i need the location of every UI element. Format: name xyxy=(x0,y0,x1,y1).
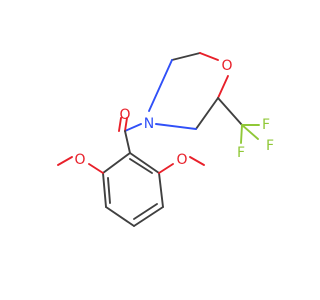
bond-carbonyl-double-1 xyxy=(124,117,128,132)
bond-methoxy-right-ch3 xyxy=(189,156,205,166)
bond-carbonyl-double-2 xyxy=(118,117,122,132)
bond-c5-n4 xyxy=(155,123,197,130)
atom-methoxy-right-oxygen: O xyxy=(176,152,187,168)
bond-n4-c3 xyxy=(148,59,173,112)
bond-ring-b xyxy=(102,172,107,208)
bond-methoxy-right-o xyxy=(158,163,174,174)
molecule-structure: O N O F F F O O xyxy=(57,52,274,227)
bond-cf3-f2 xyxy=(240,124,243,144)
bond-ring-a xyxy=(102,152,131,174)
bond-c6-cf3 xyxy=(217,97,243,126)
atom-methoxy-left-oxygen: O xyxy=(74,152,85,168)
bond-ring-inner-1 xyxy=(107,177,111,204)
atom-ring-oxygen: O xyxy=(221,58,232,74)
bond-ring-f xyxy=(129,152,160,174)
bond-carbonyl-ring xyxy=(124,130,131,154)
molecule-canvas: O N O F F F O O xyxy=(57,52,274,227)
bond-methoxy-left-o xyxy=(88,163,104,174)
bond-c2-o1 xyxy=(199,52,219,61)
atom-fluorine-3: F xyxy=(266,138,274,154)
bond-cf3-f3 xyxy=(241,124,259,140)
bond-ring-inner-3 xyxy=(129,158,153,174)
bond-c6-c5 xyxy=(195,97,219,130)
atom-fluorine-2: F xyxy=(237,145,245,161)
bond-methoxy-left-ch3 xyxy=(57,156,73,166)
bond-ring-inner-2 xyxy=(133,203,158,220)
atom-fluorine-1: F xyxy=(262,117,270,133)
bond-n-carbonyl xyxy=(124,123,142,132)
bond-o1-c6 xyxy=(217,75,229,99)
bond-ring-e xyxy=(158,172,164,208)
bond-c3-c2 xyxy=(171,52,201,61)
bond-ring-d xyxy=(133,206,164,227)
atom-carbonyl-oxygen: O xyxy=(119,107,130,123)
atom-nitrogen: N xyxy=(144,116,154,132)
bond-ring-c xyxy=(105,206,135,227)
